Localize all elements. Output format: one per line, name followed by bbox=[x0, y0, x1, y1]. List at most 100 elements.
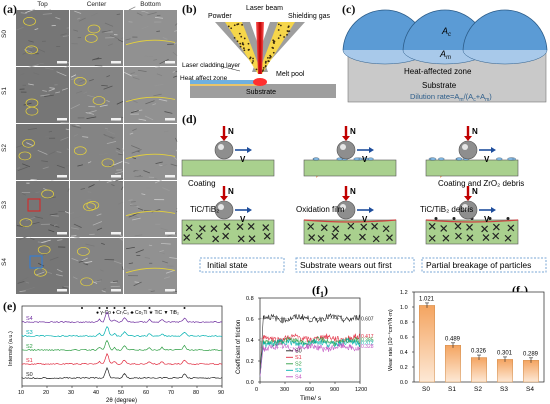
wear-value-label: 1.021 bbox=[419, 296, 435, 302]
micro-texture bbox=[23, 102, 32, 106]
panel-b-label: (b) bbox=[182, 2, 197, 16]
micro-texture bbox=[48, 229, 55, 233]
micro-texture bbox=[124, 72, 132, 77]
micro-texture bbox=[121, 266, 124, 271]
micro-texture bbox=[155, 66, 160, 68]
micro-texture bbox=[61, 87, 68, 91]
label-coating-debris: Coating and ZrO₂ debris bbox=[438, 179, 524, 188]
micro-texture bbox=[164, 111, 173, 114]
powder-particle bbox=[267, 60, 270, 63]
micrograph-s4-center bbox=[70, 238, 123, 294]
tic-particle bbox=[372, 235, 380, 243]
phase-marker bbox=[25, 45, 38, 55]
powder-particle bbox=[287, 26, 290, 29]
force-arrowhead bbox=[342, 196, 350, 201]
force-label: N bbox=[228, 187, 234, 196]
micro-texture bbox=[116, 13, 121, 16]
tic-particle bbox=[317, 234, 325, 242]
velocity-arrowhead bbox=[491, 207, 496, 213]
wear-debris bbox=[362, 157, 369, 161]
micro-texture bbox=[144, 115, 154, 121]
micro-texture bbox=[91, 57, 100, 61]
micro-texture bbox=[159, 250, 164, 253]
micro-texture bbox=[69, 212, 75, 214]
phase-marker bbox=[92, 96, 106, 105]
cof-legend-label: S4 bbox=[295, 374, 302, 380]
tic-particle bbox=[466, 234, 474, 242]
micrograph-s2-bottom bbox=[124, 124, 177, 180]
wear-bar-s4 bbox=[522, 360, 539, 383]
micro-texture bbox=[125, 38, 131, 41]
micro-texture bbox=[61, 286, 69, 289]
micro-texture bbox=[70, 227, 79, 230]
micro-texture bbox=[100, 269, 104, 272]
tic-particle bbox=[344, 234, 351, 241]
scale-bar bbox=[111, 175, 121, 178]
xrd-xtick-label: 80 bbox=[193, 390, 199, 396]
cof-ytick-label: 0.8 bbox=[246, 296, 254, 302]
micro-texture bbox=[103, 85, 113, 90]
micro-texture bbox=[132, 157, 137, 160]
micro-texture bbox=[133, 169, 141, 173]
ball-highlight bbox=[462, 204, 468, 210]
tic-particle bbox=[440, 224, 448, 232]
micro-texture bbox=[162, 187, 170, 192]
micro-texture bbox=[71, 258, 79, 262]
xrd-chart: ● γ-Co ♦ Cr₇C₃ ♣ Co₂Ti ★ TiC ▼ TiB₂S4S3S… bbox=[8, 305, 224, 404]
dilution-rate-formula: Dilution rate=Am/(Ac+Am) bbox=[410, 92, 492, 103]
micro-texture bbox=[154, 83, 164, 87]
micro-texture bbox=[70, 103, 80, 110]
powder-particle bbox=[283, 36, 285, 38]
micro-texture bbox=[106, 141, 117, 144]
force-arrowhead bbox=[342, 136, 350, 141]
powder-particle bbox=[277, 37, 280, 40]
micro-texture bbox=[138, 118, 147, 121]
micro-texture bbox=[128, 6, 136, 11]
powder-particle bbox=[264, 64, 267, 67]
cof-ytick-label: 0.2 bbox=[246, 359, 254, 365]
micro-texture bbox=[22, 49, 33, 55]
micro-texture bbox=[18, 276, 30, 282]
xrd-peak-marker bbox=[123, 307, 126, 309]
scale-bar bbox=[165, 289, 175, 292]
micro-texture bbox=[159, 58, 169, 65]
micro-texture bbox=[36, 48, 46, 53]
velocity-label: V bbox=[240, 215, 246, 224]
phase-marker bbox=[41, 189, 54, 199]
powder-particles bbox=[227, 23, 291, 72]
micro-texture bbox=[81, 257, 88, 262]
tic-particle bbox=[212, 235, 220, 243]
oxidation-film bbox=[425, 219, 519, 223]
cof-series-s4 bbox=[259, 342, 361, 377]
highlight-box-red bbox=[27, 198, 41, 212]
micro-texture bbox=[148, 244, 153, 247]
caption-partial-breakage: Partial breakage of particles bbox=[426, 260, 531, 270]
cof-ytick-label: 0.6 bbox=[246, 317, 254, 323]
counter-ball bbox=[336, 140, 356, 160]
micro-texture bbox=[113, 260, 122, 265]
micro-texture bbox=[95, 280, 101, 283]
micro-texture bbox=[60, 136, 69, 141]
scale-bar bbox=[165, 175, 175, 178]
label-cladding-layer: Laser cladding layer bbox=[182, 62, 241, 69]
xrd-peak-marker bbox=[148, 307, 151, 309]
scale-bar bbox=[57, 232, 67, 235]
wear-ytick-label: 1.0 bbox=[400, 305, 408, 311]
xrd-series-s0 bbox=[21, 366, 223, 379]
tic-particle bbox=[331, 232, 339, 240]
micro-texture bbox=[156, 73, 163, 77]
micro-texture bbox=[169, 257, 178, 259]
micro-texture bbox=[116, 100, 124, 105]
wear-debris bbox=[336, 157, 343, 161]
powder-particle bbox=[268, 57, 271, 59]
micro-texture bbox=[174, 30, 178, 32]
tic-particle bbox=[360, 223, 368, 231]
xrd-peak-marker bbox=[98, 307, 101, 309]
powder-particle bbox=[255, 68, 258, 71]
micro-texture bbox=[160, 163, 168, 168]
micro-texture bbox=[119, 237, 124, 241]
powder-particle bbox=[227, 25, 230, 28]
micro-texture bbox=[96, 227, 103, 231]
micro-texture bbox=[148, 288, 152, 291]
